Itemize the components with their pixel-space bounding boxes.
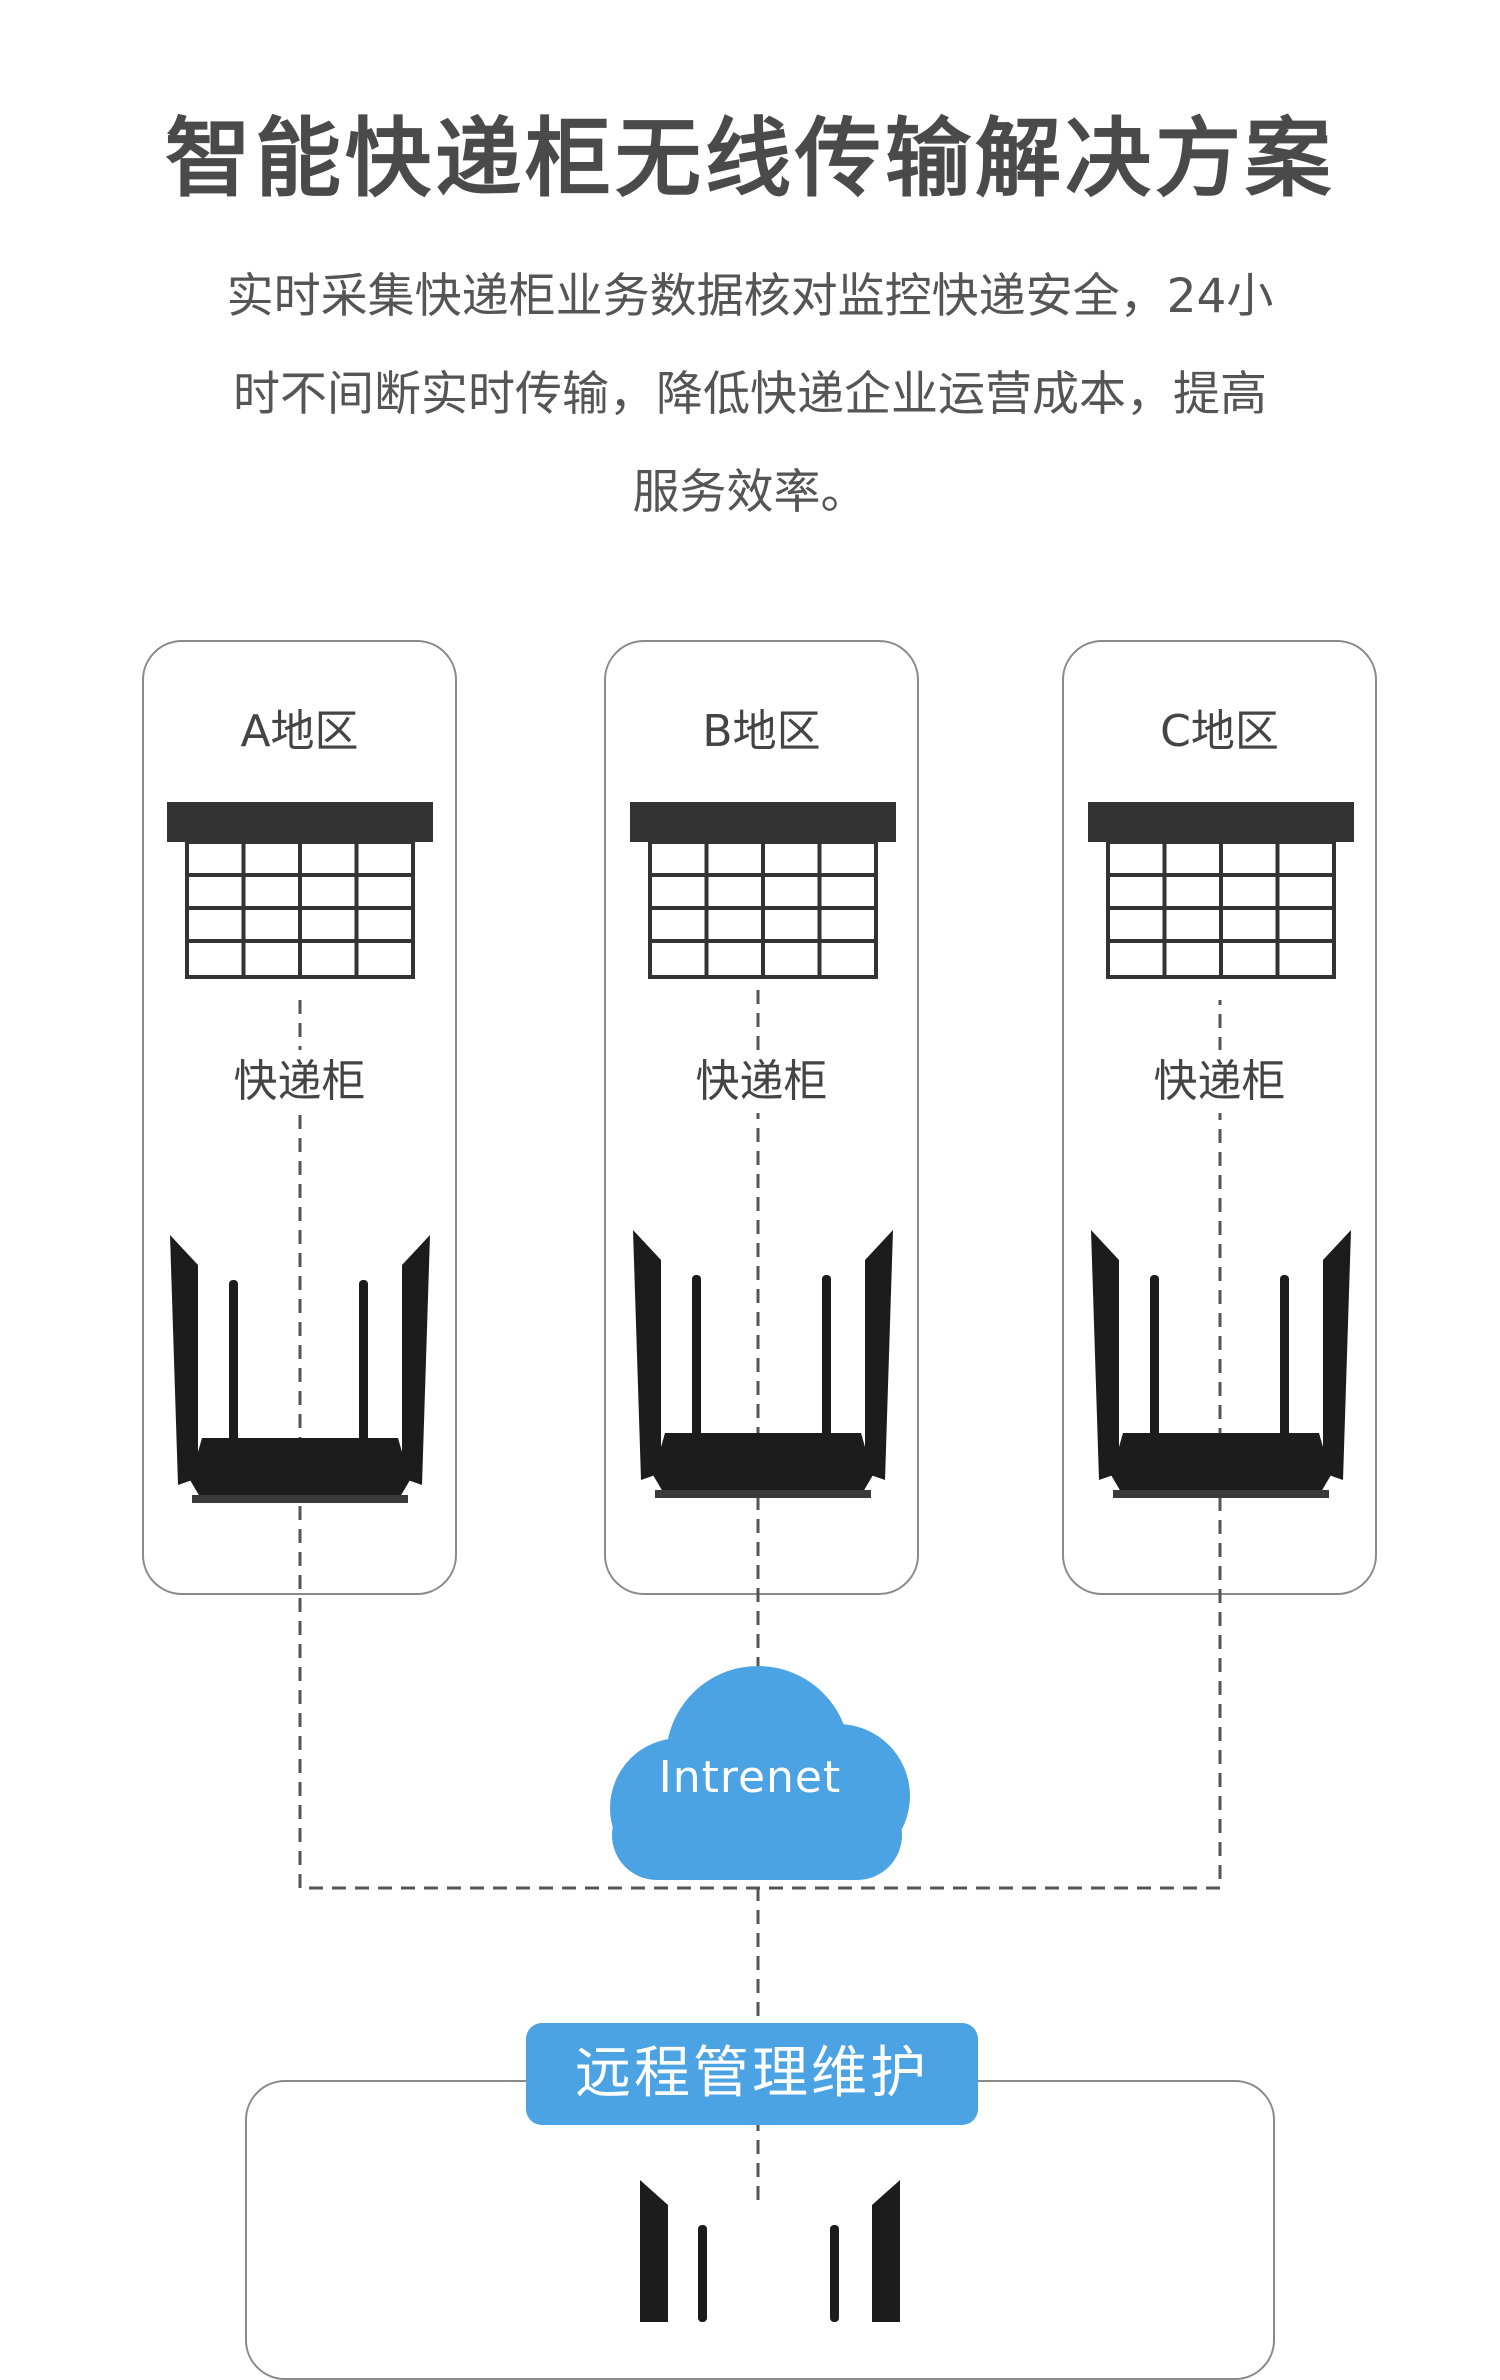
network-diagram — [167, 802, 1354, 2322]
cloud-label: Intrenet — [658, 1752, 842, 1803]
cabinet-label-text: 快递柜 — [1147, 1050, 1292, 1113]
cabinet-icon — [1088, 802, 1354, 979]
router-icon — [1091, 1230, 1351, 1498]
page-title: 智能快递柜无线传输解决方案 — [165, 109, 1335, 209]
cloud-icon — [610, 1666, 910, 1880]
cabinet-label-text: 快递柜 — [689, 1050, 834, 1113]
region-a-label: A地区 — [240, 706, 359, 757]
connection-lines — [298, 990, 1222, 2200]
description-line: 时不间断实时传输，降低快递企业运营成本，提高 — [233, 367, 1267, 422]
description-line: 实时采集快递柜业务数据核对监控快递安全，24小 — [226, 269, 1274, 324]
cabinet-label: 快递柜 — [1062, 1045, 1377, 1113]
region-b-label: B地区 — [702, 706, 821, 757]
router-icon — [640, 2180, 900, 2322]
cabinet-icon — [167, 802, 433, 979]
cabinet-label: 快递柜 — [604, 1045, 919, 1113]
description-line: 服务效率。 — [632, 465, 868, 520]
page-description: 实时采集快递柜业务数据核对监控快递安全，24小 时不间断实时传输，降低快递企业运… — [135, 248, 1365, 542]
remote-management-label: 远程管理维护 — [526, 2023, 978, 2125]
router-icon — [633, 1230, 893, 1498]
router-icon — [170, 1235, 430, 1503]
cabinet-label: 快递柜 — [142, 1045, 457, 1113]
cabinet-label-text: 快递柜 — [227, 1050, 372, 1113]
cabinet-icon — [630, 802, 896, 979]
region-c-label: C地区 — [1160, 706, 1279, 757]
